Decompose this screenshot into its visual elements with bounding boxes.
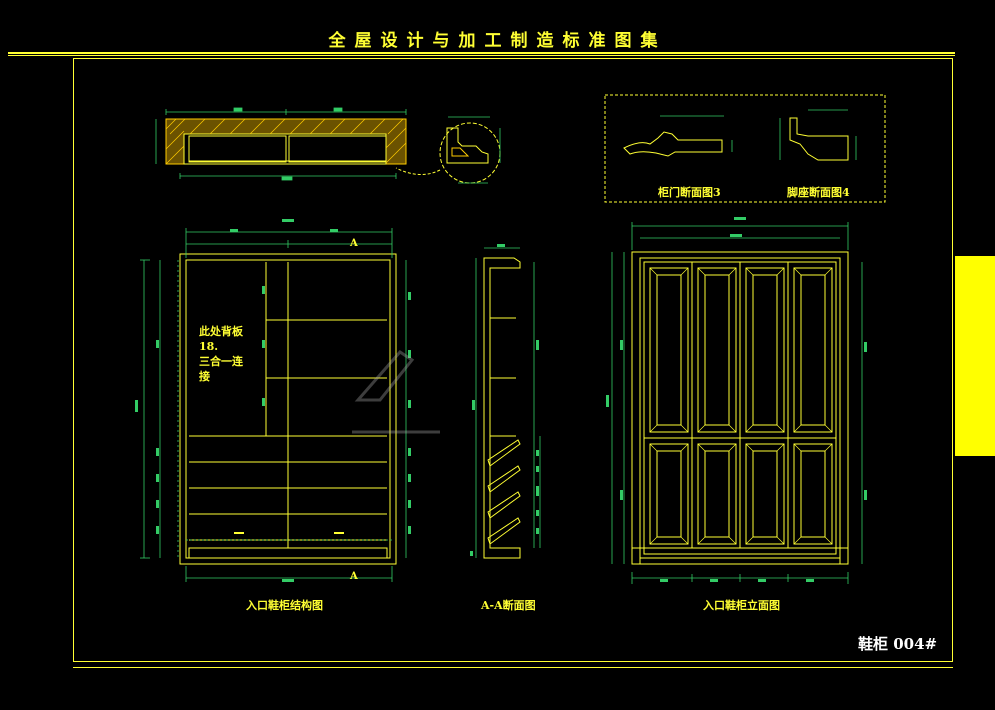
note-line-1: 此处背板 — [199, 325, 243, 338]
section-dim-marks — [470, 244, 539, 556]
structure-outline — [179, 253, 397, 565]
drawing-number: 鞋柜 004# — [858, 635, 938, 653]
elevation-dim-marks — [606, 217, 867, 582]
caption-structure: 入口鞋柜结构图 — [246, 599, 323, 612]
note-line-4: 接 — [199, 370, 210, 383]
structure-shelf-labels — [234, 532, 344, 534]
elevation-dims — [611, 222, 863, 584]
structure-dim-marks — [135, 219, 411, 582]
backboard-note: 此处背板 18. 三合一连 接 — [199, 324, 243, 384]
door-profile — [623, 131, 723, 157]
profile-detail-box — [604, 94, 886, 203]
caption-section: A-A断面图 — [481, 599, 536, 612]
elevation-door-panels — [649, 267, 833, 545]
title-rule-top — [8, 52, 955, 54]
caption-door-section: 柜门断面图3 — [658, 186, 721, 199]
profile-dims — [660, 109, 857, 160]
section-mark-top: A — [350, 238, 358, 249]
section-dims — [475, 247, 541, 558]
detail-circle — [395, 122, 501, 184]
crown-profile — [789, 117, 849, 161]
detail-dims — [448, 116, 501, 184]
section-mark-bottom: A — [350, 571, 358, 582]
frame-base-rule — [73, 667, 953, 668]
plan-dims — [155, 107, 407, 181]
plan-hatch — [165, 118, 407, 165]
watermark-logo — [352, 350, 440, 434]
drawing-frame — [73, 58, 953, 662]
caption-crown-section: 脚座断面图4 — [787, 186, 850, 199]
elevation-frame — [631, 251, 849, 565]
title-rule-bottom — [8, 55, 955, 56]
section-outline — [483, 257, 521, 559]
plan-view — [165, 118, 407, 165]
caption-elevation: 入口鞋柜立面图 — [703, 599, 780, 612]
structure-dims — [140, 228, 407, 582]
note-line-2: 18. — [199, 340, 219, 353]
sheet-side-tab — [955, 256, 995, 456]
note-line-3: 三合一连 — [199, 355, 243, 368]
sheet-title: 全屋设计与加工制造标准图集 — [328, 31, 667, 51]
